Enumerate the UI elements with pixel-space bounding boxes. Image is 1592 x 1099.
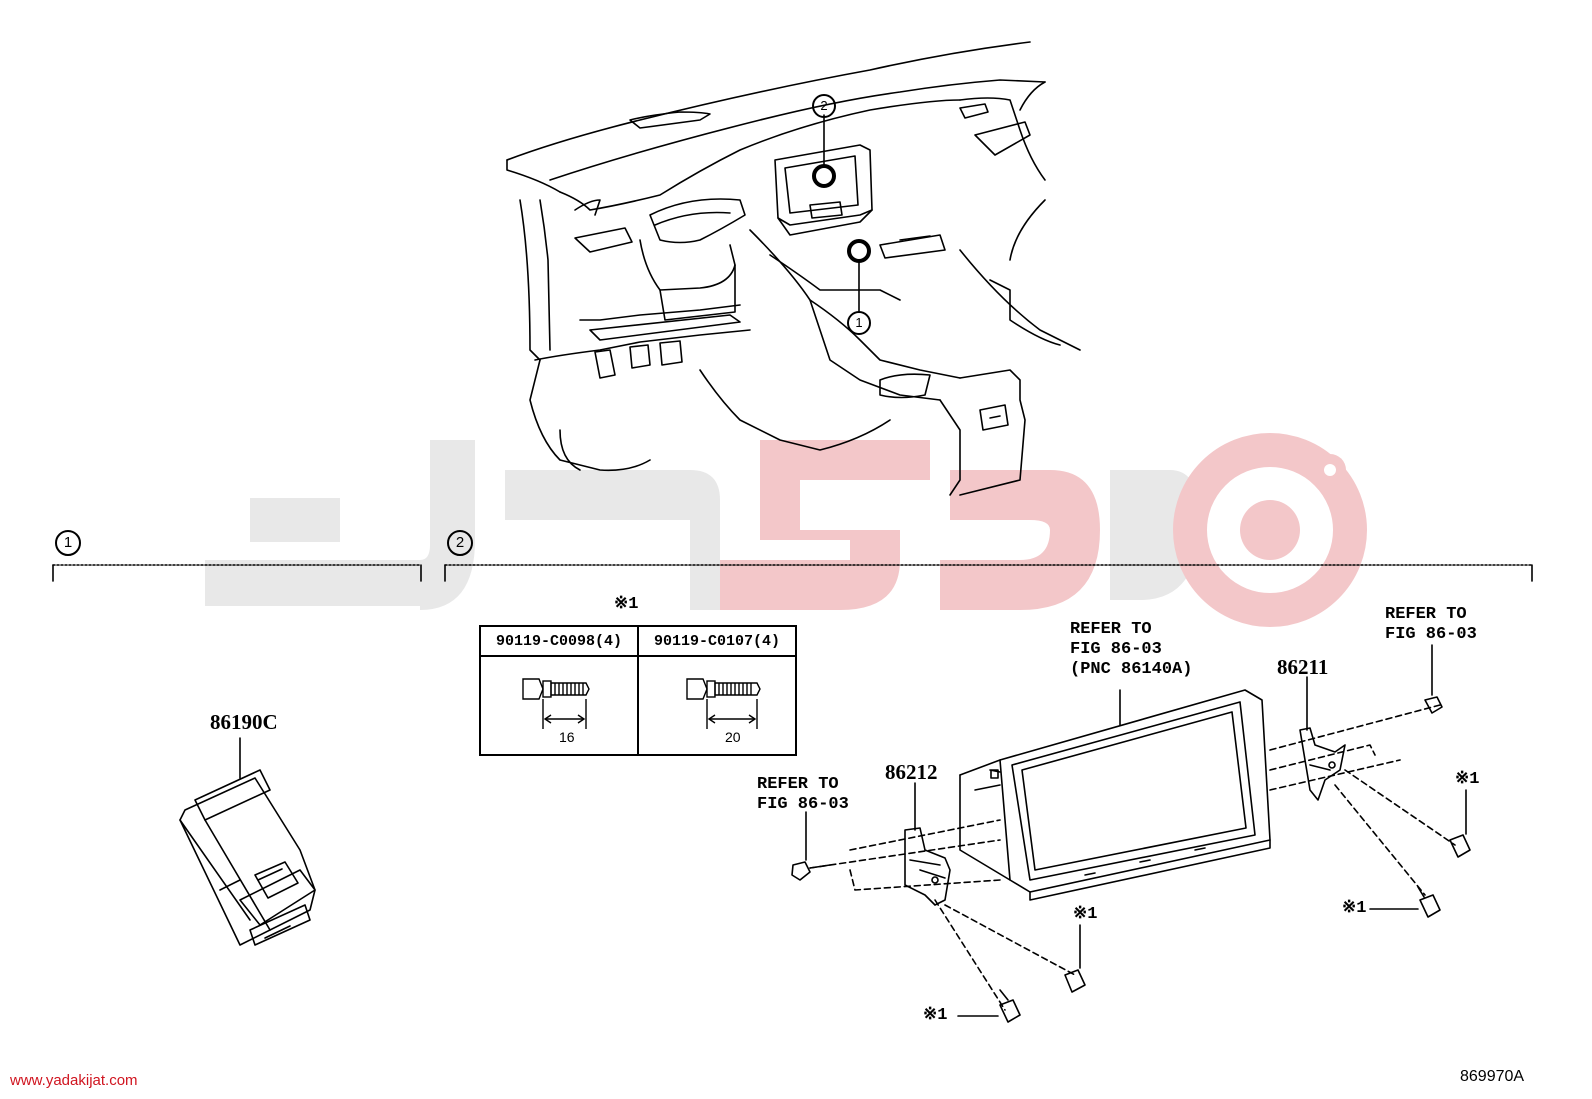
- bolt-16-icon: [522, 678, 590, 729]
- bolt-table-note: ※1: [614, 595, 639, 614]
- dashboard-illustration: [506, 41, 1081, 496]
- section-marker-2: 2: [447, 530, 473, 556]
- bolt-16-length: 16: [559, 729, 575, 745]
- section-marker-1: 1: [55, 530, 81, 556]
- vehicle-callout-1: 1: [847, 311, 871, 335]
- watermark-url: www.yadakijat.com: [10, 1072, 138, 1089]
- vehicle-callout-2: 2: [812, 94, 836, 118]
- part-number-86211: 86211: [1277, 655, 1329, 679]
- nut-right: [1424, 644, 1443, 714]
- bolt-4: [1369, 886, 1441, 918]
- diagram-code: 869970A: [1460, 1068, 1525, 1085]
- note-bolt-2: ※1: [923, 1006, 948, 1025]
- display-assembly: [904, 676, 1346, 906]
- assembly-lines: [809, 704, 1456, 1011]
- note-bolt-3: ※1: [1455, 770, 1480, 789]
- bolt-part-1: 90119-C0098(4): [479, 625, 639, 657]
- reference-display: REFER TO FIG 86-03 (PNC 86140A): [1070, 620, 1193, 679]
- watermark-logo: [205, 433, 1367, 627]
- note-bolt-1: ※1: [1073, 905, 1098, 924]
- reference-right-nut: REFER TO FIG 86-03: [1385, 605, 1477, 644]
- bolt-part-2: 90119-C0107(4): [637, 625, 797, 657]
- screw-left: [791, 811, 831, 881]
- bolt-20-icon: [686, 678, 761, 729]
- bolt-spec-table: 90119-C0098(4) 90119-C0107(4) 16: [479, 625, 797, 756]
- bolt-20-length: 20: [725, 729, 741, 745]
- bolt-3: [1449, 789, 1471, 858]
- part-number-86212: 86212: [885, 760, 938, 784]
- bolt-cell-1: 16: [479, 655, 639, 756]
- note-bolt-4: ※1: [1342, 899, 1367, 918]
- bolt-1: [1064, 924, 1086, 993]
- part-number-86190c: 86190C: [210, 710, 278, 734]
- bolt-2: [957, 989, 1021, 1023]
- bolt-cell-2: 20: [637, 655, 797, 756]
- reference-left-screw: REFER TO FIG 86-03: [757, 775, 849, 814]
- switch-86190c: [179, 737, 316, 946]
